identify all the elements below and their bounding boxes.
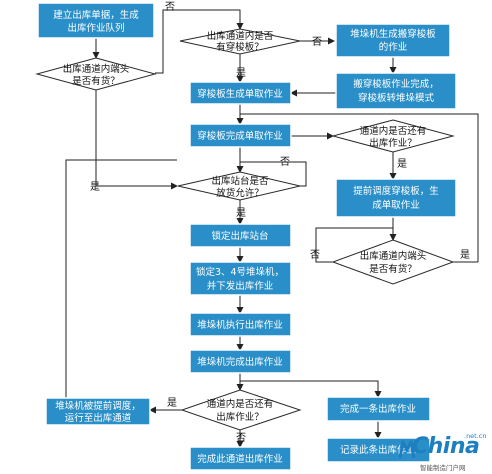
node-outer-has-goods-right (331, 239, 455, 285)
watermark-tagline: 智能制造门户网 (420, 464, 466, 472)
label-station-yes: 是 (236, 207, 246, 219)
node-shuttle-single-pick (189, 81, 292, 105)
edge-done-to-finishone (240, 380, 382, 398)
node-lock-stackers-line2: 并下发出库作业 (207, 280, 274, 292)
node-shuttle-pick-done (189, 123, 292, 148)
edge-outer-top-no (155, 9, 244, 74)
node-advance-shuttle (335, 178, 457, 218)
node-lane-more-jobs-top-line2: 出库作业？ (369, 137, 417, 149)
edge-station-no (240, 161, 307, 187)
node-create-queue (37, 2, 155, 39)
watermark-domain: .net.cn (464, 432, 487, 440)
node-lane-more-jobs-bottom-line2: 出库作业？ (216, 411, 264, 423)
node-create-queue-line1: 建立出库单据，生成 (53, 9, 139, 21)
node-outer-has-goods-top-line2: 是否有货？ (72, 75, 120, 87)
node-shuttle-in-lane (179, 28, 301, 55)
node-stacker-move-shuttle (335, 23, 451, 58)
node-shuttle-pick-done-text: 穿梭板完成单取作业 (197, 130, 283, 142)
node-create-queue-line2: 出库作业队列 (67, 22, 124, 34)
node-move-shuttle-done (335, 72, 457, 110)
node-lane-more-jobs-bottom (180, 389, 302, 431)
node-station-allowed (177, 171, 301, 201)
node-finish-lane (189, 446, 292, 471)
node-stacker-move-shuttle-line2: 的作业 (379, 41, 408, 53)
node-move-shuttle-done-line1: 搬穿梭板作业完成， (353, 78, 439, 90)
node-station-allowed-line1: 出库站台是否 (211, 175, 269, 187)
label-outer-top-no: 否 (165, 1, 175, 13)
node-finish-lane-text: 完成此通道出库作业 (197, 453, 283, 465)
watermark-brand: China (412, 434, 480, 459)
label-outer-right-yes: 是 (460, 249, 470, 261)
node-outer-has-goods-top-line1: 出库通道内端头 (63, 63, 130, 75)
label-shuttle-no: 否 (312, 36, 322, 48)
label-station-no: 否 (280, 156, 290, 168)
label-shuttle-yes: 是 (236, 67, 246, 79)
node-lock-stackers (189, 261, 292, 296)
edge-outer-top-yes (95, 90, 178, 190)
edge-outer-right-no (315, 227, 393, 263)
label-morejobs-yes: 是 (397, 158, 407, 170)
label-outer-top-yes: 是 (90, 181, 100, 193)
node-stacker-advance-line2: 运行至出库通道 (65, 412, 132, 424)
node-advance-shuttle-line1: 提前调度穿梭板，生 (353, 185, 439, 197)
node-shuttle-single-pick-text: 穿梭板生成单取作业 (197, 88, 283, 100)
node-lock-station-text: 锁定出库站台 (211, 230, 268, 242)
edge-advance-loop (65, 159, 177, 398)
node-shuttle-in-lane-line1: 出库通道内是否 (207, 30, 274, 42)
node-move-shuttle-done-line2: 穿梭板转堆垛模式 (358, 92, 435, 104)
label-bottom-no: 否 (236, 432, 246, 444)
m-logo-icon (398, 440, 416, 459)
node-finish-one (326, 396, 431, 422)
node-shuttle-in-lane-line2: 有穿梭板？ (216, 41, 264, 53)
node-lock-stackers-line1: 锁定3、4号堆垛机， (196, 266, 284, 278)
node-lane-more-jobs-bottom-line1: 通道内是否还有 (207, 398, 274, 410)
node-finish-one-text: 完成一条出库作业 (340, 403, 416, 415)
node-lane-more-jobs-top-line1: 通道内是否还有 (360, 125, 427, 137)
node-station-allowed-line2: 放货允许？ (216, 187, 264, 199)
watermark-logo: China .net.cn 智能制造门户网 (398, 432, 492, 474)
node-stacker-done-text: 堆垛机完成出库作业 (197, 356, 283, 368)
node-lock-station (189, 223, 292, 248)
node-outer-has-goods-top (35, 57, 157, 91)
node-advance-shuttle-line2: 成单取作业 (372, 199, 420, 211)
node-stacker-advance (45, 397, 151, 426)
node-outer-has-goods-right-line2: 是否有货？ (369, 263, 417, 275)
edge-loop-to-pickdone (240, 113, 479, 262)
node-record-job-text: 记录此条出库作业 (340, 444, 416, 456)
label-outer-right-no: 否 (310, 249, 320, 261)
edge-labels: 否 否 是 是 否 是 是 否 是 是 否 (90, 1, 470, 444)
node-stacker-done (189, 349, 292, 374)
node-outer-has-goods-right-line1: 出库通道内端头 (360, 250, 427, 262)
node-lane-more-jobs-top (331, 119, 455, 153)
flow-edges (65, 9, 479, 448)
label-bottom-yes: 是 (167, 397, 177, 409)
node-stacker-advance-line1: 堆垛机被提前调度， (55, 400, 141, 412)
node-stacker-move-shuttle-line1: 堆垛机生成搬穿梭板 (350, 28, 436, 40)
flow-nodes: 建立出库单据，生成 出库作业队列 出库通道内端头 是否有货？ 出库通道内是否 有… (35, 2, 457, 471)
node-stacker-exec-text: 堆垛机执行出库作业 (197, 319, 283, 331)
node-stacker-exec (189, 312, 292, 337)
